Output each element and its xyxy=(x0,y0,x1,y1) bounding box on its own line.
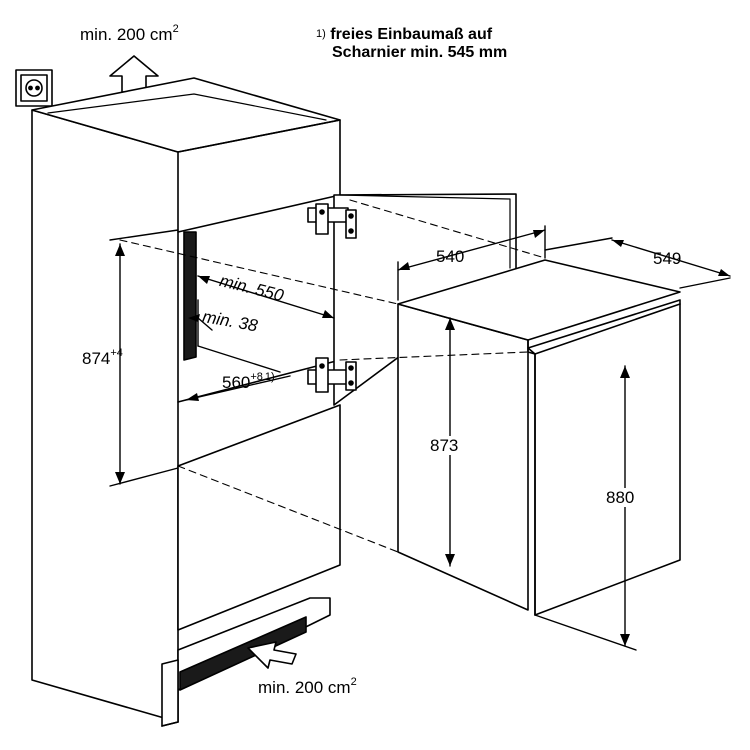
dim-appliance-height-body: 873 xyxy=(428,436,461,455)
hinge-lower-icon xyxy=(307,357,357,393)
footnote-line2: Scharnier min. 545 mm xyxy=(332,44,508,61)
appliance xyxy=(397,259,681,616)
dim-appliance-height-door: 880 xyxy=(604,488,637,507)
hinge-upper-icon xyxy=(307,203,357,239)
vent-top-text: min. 200 cm xyxy=(80,25,173,44)
vent-bottom-label: min. 200 cm2 xyxy=(258,676,357,697)
dimension-arrowheads xyxy=(115,230,730,646)
footnote: 1) freies Einbaumaß auf Scharnier min. 5… xyxy=(316,26,507,62)
footnote-line1: freies Einbaumaß auf xyxy=(330,26,493,43)
vent-bottom-text: min. 200 cm xyxy=(258,678,351,697)
dim-niche-height: 874+4 xyxy=(82,347,123,368)
cabinet xyxy=(31,77,341,727)
vent-bottom-sup: 2 xyxy=(350,676,357,688)
dim-niche-width-sup: +8 xyxy=(250,371,263,383)
vent-top-label: min. 200 cm2 xyxy=(80,23,179,44)
dim-appliance-depth-door: 540 xyxy=(436,247,465,266)
dim-appliance-depth: 549 xyxy=(653,249,682,268)
vent-bottom-arrow-icon xyxy=(247,641,297,669)
power-socket-icon xyxy=(15,69,53,107)
dim-niche-height-sup: +4 xyxy=(110,347,123,359)
projection-lines xyxy=(119,199,546,553)
dim-niche-height-value: 874 xyxy=(82,349,111,368)
vent-top-sup: 2 xyxy=(172,23,179,35)
dim-niche-width-ref: 1) xyxy=(264,371,275,383)
footnote-marker: 1) xyxy=(316,28,326,40)
dim-niche-width-value: 560 xyxy=(222,373,251,392)
